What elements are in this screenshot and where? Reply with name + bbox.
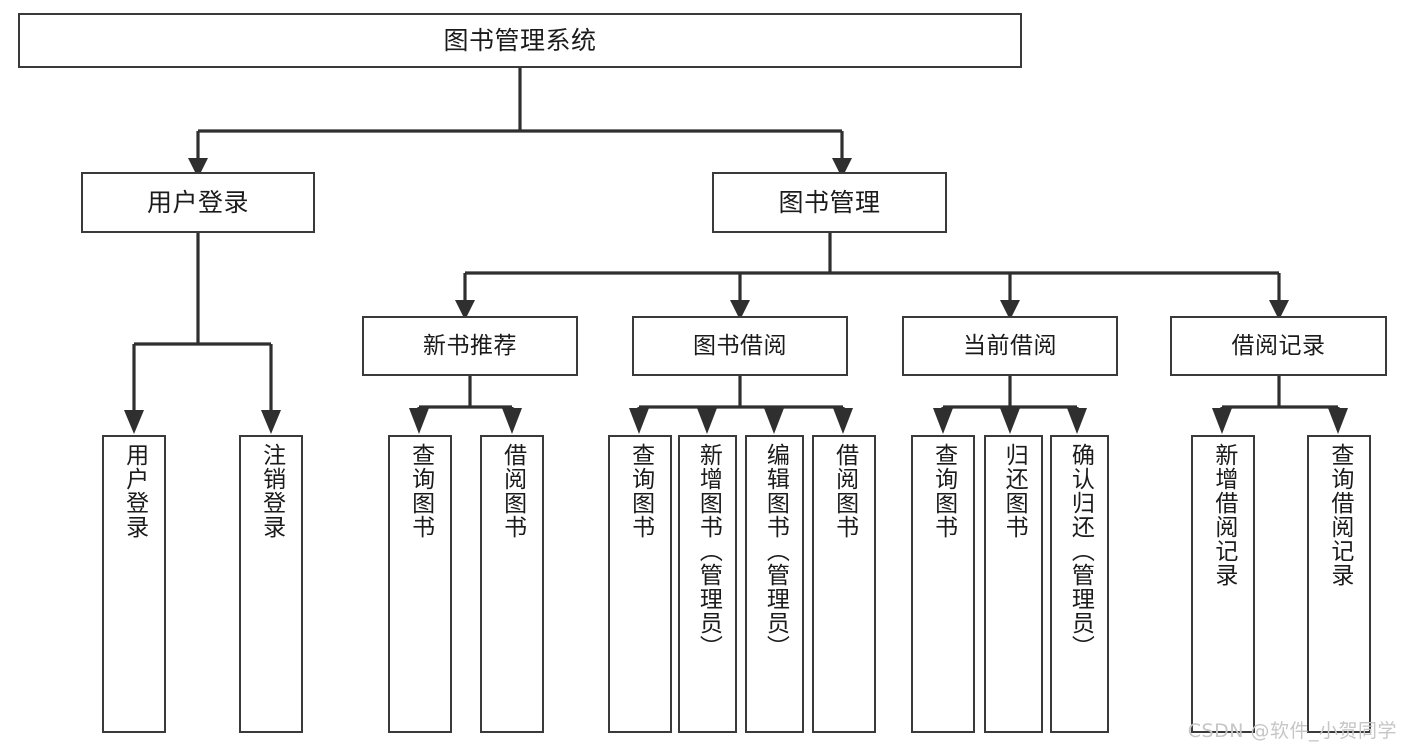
leaf-borrow-book-recommend[interactable]: 借阅图书 [480, 435, 544, 733]
leaf-label: 查询借阅记录 [1326, 443, 1353, 587]
node-label: 用户登录 [146, 188, 249, 217]
leaf-label: 归还图书 [1001, 443, 1028, 539]
node-label: 借阅记录 [1231, 332, 1326, 359]
csdn-watermark: CSDN @软件_小贺同学 [1187, 720, 1397, 742]
leaf-label: 用户登录 [121, 443, 148, 539]
leaf-label: 新增借阅记录 [1210, 443, 1237, 587]
leaf-query-book-recommend[interactable]: 查询图书 [388, 435, 452, 733]
leaf-query-book-borrow[interactable]: 查询图书 [608, 435, 672, 733]
leaf-edit-book-admin[interactable]: 编辑图书（管理员） [745, 435, 804, 733]
node-label: 图书借阅 [693, 332, 787, 359]
node-label: 图书管理系统 [443, 26, 597, 55]
node-label: 图书管理 [778, 188, 881, 217]
node-current-borrow[interactable]: 当前借阅 [902, 316, 1118, 376]
leaf-borrow-book[interactable]: 借阅图书 [812, 435, 876, 733]
leaf-query-book-current[interactable]: 查询图书 [911, 435, 975, 733]
node-borrow-records[interactable]: 借阅记录 [1170, 316, 1387, 376]
leaf-label: 借阅图书 [499, 443, 526, 539]
leaf-label: 查询图书 [407, 443, 434, 539]
node-label: 新书推荐 [423, 332, 517, 359]
leaf-add-borrow-record[interactable]: 新增借阅记录 [1191, 435, 1255, 733]
leaf-label: 查询图书 [627, 443, 654, 539]
node-user-login[interactable]: 用户登录 [81, 172, 315, 233]
node-book-management[interactable]: 图书管理 [712, 172, 947, 233]
leaf-logout[interactable]: 注销登录 [239, 435, 303, 733]
node-new-book-recommend[interactable]: 新书推荐 [362, 316, 578, 376]
leaf-label: 借阅图书 [831, 443, 858, 539]
leaf-label: 确认归还（管理员） [1067, 443, 1094, 659]
node-root-book-management-system[interactable]: 图书管理系统 [18, 13, 1022, 68]
leaf-label: 新增图书（管理员） [695, 443, 722, 659]
leaf-label: 编辑图书（管理员） [762, 443, 789, 659]
leaf-return-book[interactable]: 归还图书 [984, 435, 1043, 733]
leaf-user-login[interactable]: 用户登录 [102, 435, 166, 733]
leaf-add-book-admin[interactable]: 新增图书（管理员） [678, 435, 737, 733]
leaf-label: 查询图书 [930, 443, 957, 539]
leaf-label: 注销登录 [258, 443, 285, 539]
node-label: 当前借阅 [963, 332, 1057, 359]
leaf-confirm-return-admin[interactable]: 确认归还（管理员） [1050, 435, 1109, 733]
node-book-borrow[interactable]: 图书借阅 [632, 316, 848, 376]
leaf-query-borrow-record[interactable]: 查询借阅记录 [1307, 435, 1371, 733]
